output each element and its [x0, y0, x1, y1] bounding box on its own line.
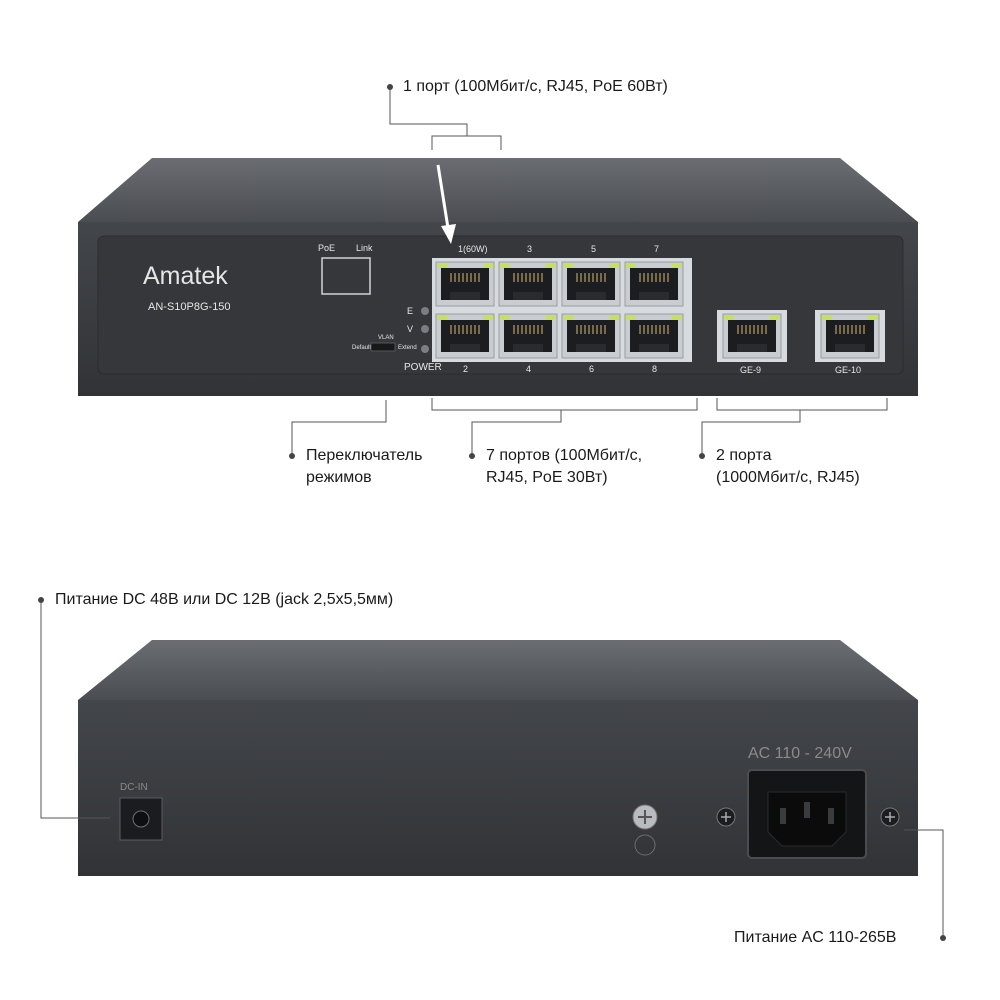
ports2-leader	[701, 410, 801, 456]
ethernet-port-7	[624, 261, 684, 307]
led-v	[421, 325, 429, 333]
rear-switch: DC-IN AC 110 - 240V	[78, 640, 918, 876]
port-label-3: 3	[527, 244, 532, 254]
port-label-6: 6	[589, 364, 594, 374]
callout-ports2: 2 порта (1000Мбит/с, RJ45)	[716, 445, 860, 489]
port1-leader	[389, 87, 468, 136]
dc-leader	[40, 600, 110, 819]
ac-label: AC 110 - 240V	[748, 745, 852, 762]
ethernet-port-3	[498, 261, 558, 307]
callout-dots	[38, 84, 946, 941]
front-top-face	[78, 158, 918, 222]
ports7-dot	[469, 453, 475, 459]
ethernet-port-4	[498, 313, 558, 359]
led-e-label: E	[407, 306, 413, 316]
uplink-port-block	[717, 310, 885, 362]
uplink-label-9: GE-9	[740, 365, 761, 375]
callout-ac-power-text: Питание AC 110-265В	[734, 929, 897, 946]
ethernet-port-6	[561, 313, 621, 359]
model-label: AN-S10P8G-150	[148, 301, 231, 313]
gigabit-port-9	[722, 313, 782, 359]
switch-vlan-label: VLAN	[378, 335, 394, 341]
power-label: POWER	[404, 362, 442, 373]
ethernet-port-2	[435, 313, 495, 359]
ports2-dot	[699, 453, 705, 459]
rear-top-face	[78, 640, 918, 700]
mode-switch	[370, 342, 396, 352]
callout-ports7-line1: 7 портов (100Мбит/с,	[486, 447, 643, 464]
ac-dot	[940, 935, 946, 941]
callout-ports7-line2: RJ45, PoE 30Вт)	[486, 469, 608, 486]
callout-port1: 1 порт (100Мбит/с, RJ45, PoE 60Вт)	[403, 76, 668, 98]
port-label-2: 2	[463, 364, 468, 374]
brand-logo: Amatek	[143, 262, 228, 290]
mode-switch-dot	[289, 453, 295, 459]
mode-switch-leader	[291, 400, 387, 456]
link-label: Link	[356, 243, 373, 253]
dc-dot	[38, 597, 44, 603]
poe-label: PoE	[318, 243, 335, 253]
ethernet-port-5	[561, 261, 621, 307]
callout-ports2-line1: 2 порта	[716, 447, 772, 464]
ports7-bracket	[431, 398, 698, 411]
callout-port1-text: 1 порт (100Мбит/с, RJ45, PoE 60Вт)	[403, 78, 668, 95]
switch-default-label: Default	[352, 345, 371, 351]
callout-mode-switch-line1: Переключатель	[306, 447, 423, 464]
port-label-8: 8	[652, 364, 657, 374]
uplink-label-10: GE-10	[835, 365, 861, 375]
ac-power-inlet	[747, 769, 867, 859]
port-label-1: 1(60W)	[458, 244, 488, 254]
callout-ports7: 7 портов (100Мбит/с, RJ45, PoE 30Вт)	[486, 445, 642, 489]
arrow-icon	[436, 164, 456, 244]
led-v-label: V	[407, 324, 413, 334]
callout-ports2-line2: (1000Мбит/с, RJ45)	[716, 469, 860, 486]
fast-ethernet-port-block	[432, 258, 692, 362]
front-switch: Amatek AN-S10P8G-150 PoE Link E V POWER …	[78, 158, 918, 396]
gigabit-port-10	[820, 313, 880, 359]
poe-link-indicator	[321, 257, 371, 295]
ethernet-port-1	[435, 261, 495, 307]
ground-screw-icon	[632, 804, 658, 856]
callout-leaders	[40, 87, 944, 938]
callout-dc-power: Питание DC 48В или DC 12В (jack 2,5x5,5м…	[55, 589, 393, 611]
dc-in-label: DC-IN	[120, 782, 148, 793]
led-power	[421, 345, 429, 353]
callout-ac-power: Питание AC 110-265В	[734, 927, 896, 949]
port1-bracket	[431, 135, 502, 150]
screw-right-icon	[880, 807, 900, 827]
ethernet-port-8	[624, 313, 684, 359]
dc-jack-socket	[132, 810, 150, 828]
callout-mode-switch-line2: режимов	[306, 469, 372, 486]
port-label-5: 5	[591, 244, 596, 254]
callout-mode-switch: Переключатель режимов	[306, 445, 422, 489]
callout-dc-power-text: Питание DC 48В или DC 12В (jack 2,5x5,5м…	[55, 591, 394, 608]
port1-dot	[387, 84, 393, 90]
ac-leader	[904, 829, 944, 938]
port-label-7: 7	[654, 244, 659, 254]
led-e	[421, 307, 429, 315]
ports2-bracket	[716, 398, 888, 411]
screw-left-icon	[716, 807, 736, 827]
ports7-leader	[471, 410, 562, 456]
switch-extend-label: Extend	[398, 345, 417, 351]
port-label-4: 4	[526, 364, 531, 374]
